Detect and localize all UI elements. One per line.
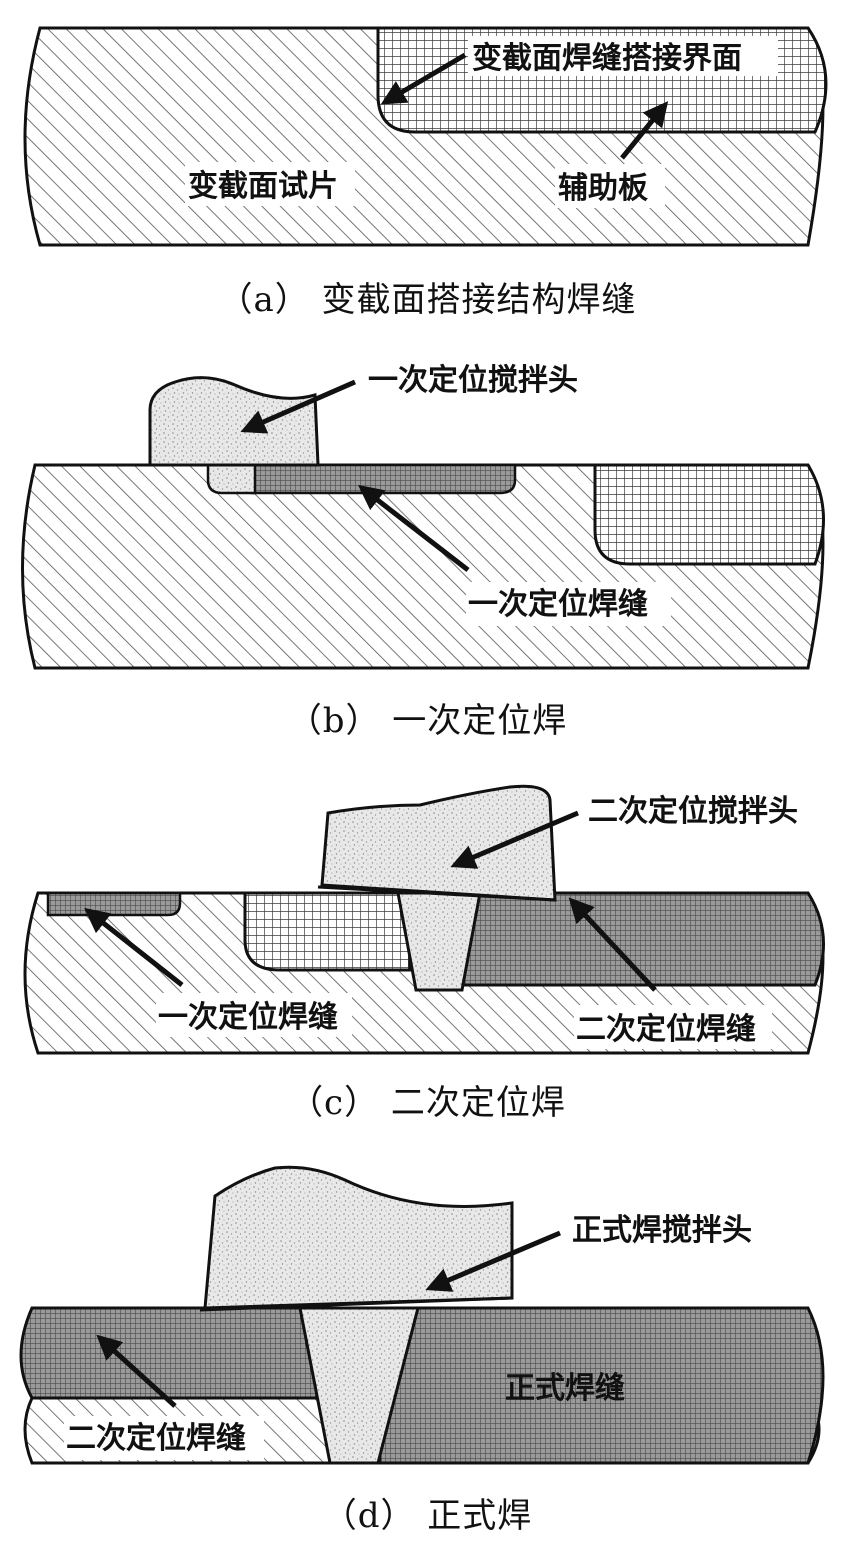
tool-pin-shape <box>206 463 257 495</box>
caption-d: （d） 正式焊 <box>322 1496 533 1536</box>
label-tool: 一次定位搅拌头 <box>368 363 578 398</box>
label-interface: 变截面焊缝搭接界面 <box>472 41 742 76</box>
panel-d: 正式焊搅拌头 二次定位焊缝 正式焊缝 （d） 正式焊 <box>0 1158 855 1552</box>
label-first-weld: 一次定位焊缝 <box>158 1000 338 1035</box>
tool-shoulder-shape <box>148 376 320 467</box>
tool-arrow <box>425 1230 561 1292</box>
label-tool: 正式焊搅拌头 <box>572 1213 752 1248</box>
aux-plate-shape <box>593 463 825 566</box>
aux-plate-shape <box>243 891 412 972</box>
interface-arrow <box>380 52 467 105</box>
label-specimen: 变截面试片 <box>188 169 338 204</box>
aux-plate-arrow <box>620 101 669 160</box>
tool-arrow <box>240 379 356 434</box>
weld-arrow <box>358 484 470 572</box>
tool-arrow <box>450 810 579 869</box>
second-weld-arrow <box>96 1334 177 1408</box>
caption-a: （a） 变截面搭接结构焊缝 <box>218 280 637 320</box>
label-second-weld: 二次定位焊缝 <box>66 1421 246 1456</box>
panel-d-diagram: 正式焊搅拌头 二次定位焊缝 正式焊缝 <box>0 1158 855 1476</box>
caption-b: （b） 一次定位焊 <box>287 701 568 741</box>
panel-b: 一次定位搅拌头 一次定位焊缝 （b） 一次定位焊 <box>0 350 855 750</box>
tool-pin-shape <box>298 1306 420 1465</box>
second-weld-shape <box>458 891 825 987</box>
label-tool: 二次定位搅拌头 <box>588 794 798 829</box>
second-weld-arrow <box>568 897 657 992</box>
label-second-weld: 二次定位焊缝 <box>576 1012 756 1047</box>
tool-shoulder-shape <box>320 784 557 902</box>
panel-a-diagram: 变截面焊缝搭接界面 变截面试片 辅助板 <box>0 0 855 260</box>
panel-a: 变截面焊缝搭接界面 变截面试片 辅助板 （a） 变截面搭接结构焊缝 <box>0 0 855 340</box>
label-weld: 一次定位焊缝 <box>468 587 648 622</box>
caption-c: （c） 二次定位焊 <box>289 1083 566 1123</box>
first-weld-arrow <box>84 907 184 987</box>
label-final-weld: 正式焊缝 <box>505 1371 625 1406</box>
label-aux-plate: 辅助板 <box>558 171 648 206</box>
panel-c-diagram: 二次定位搅拌头 一次定位焊缝 二次定位焊缝 <box>0 775 855 1060</box>
final-weld-shape <box>19 1306 825 1465</box>
panel-c: 二次定位搅拌头 一次定位焊缝 二次定位焊缝 （c） 二次定位焊 <box>0 775 855 1155</box>
first-weld-shape <box>46 891 182 917</box>
panel-b-diagram: 一次定位搅拌头 一次定位焊缝 <box>0 350 855 680</box>
first-weld-shape <box>250 463 517 495</box>
